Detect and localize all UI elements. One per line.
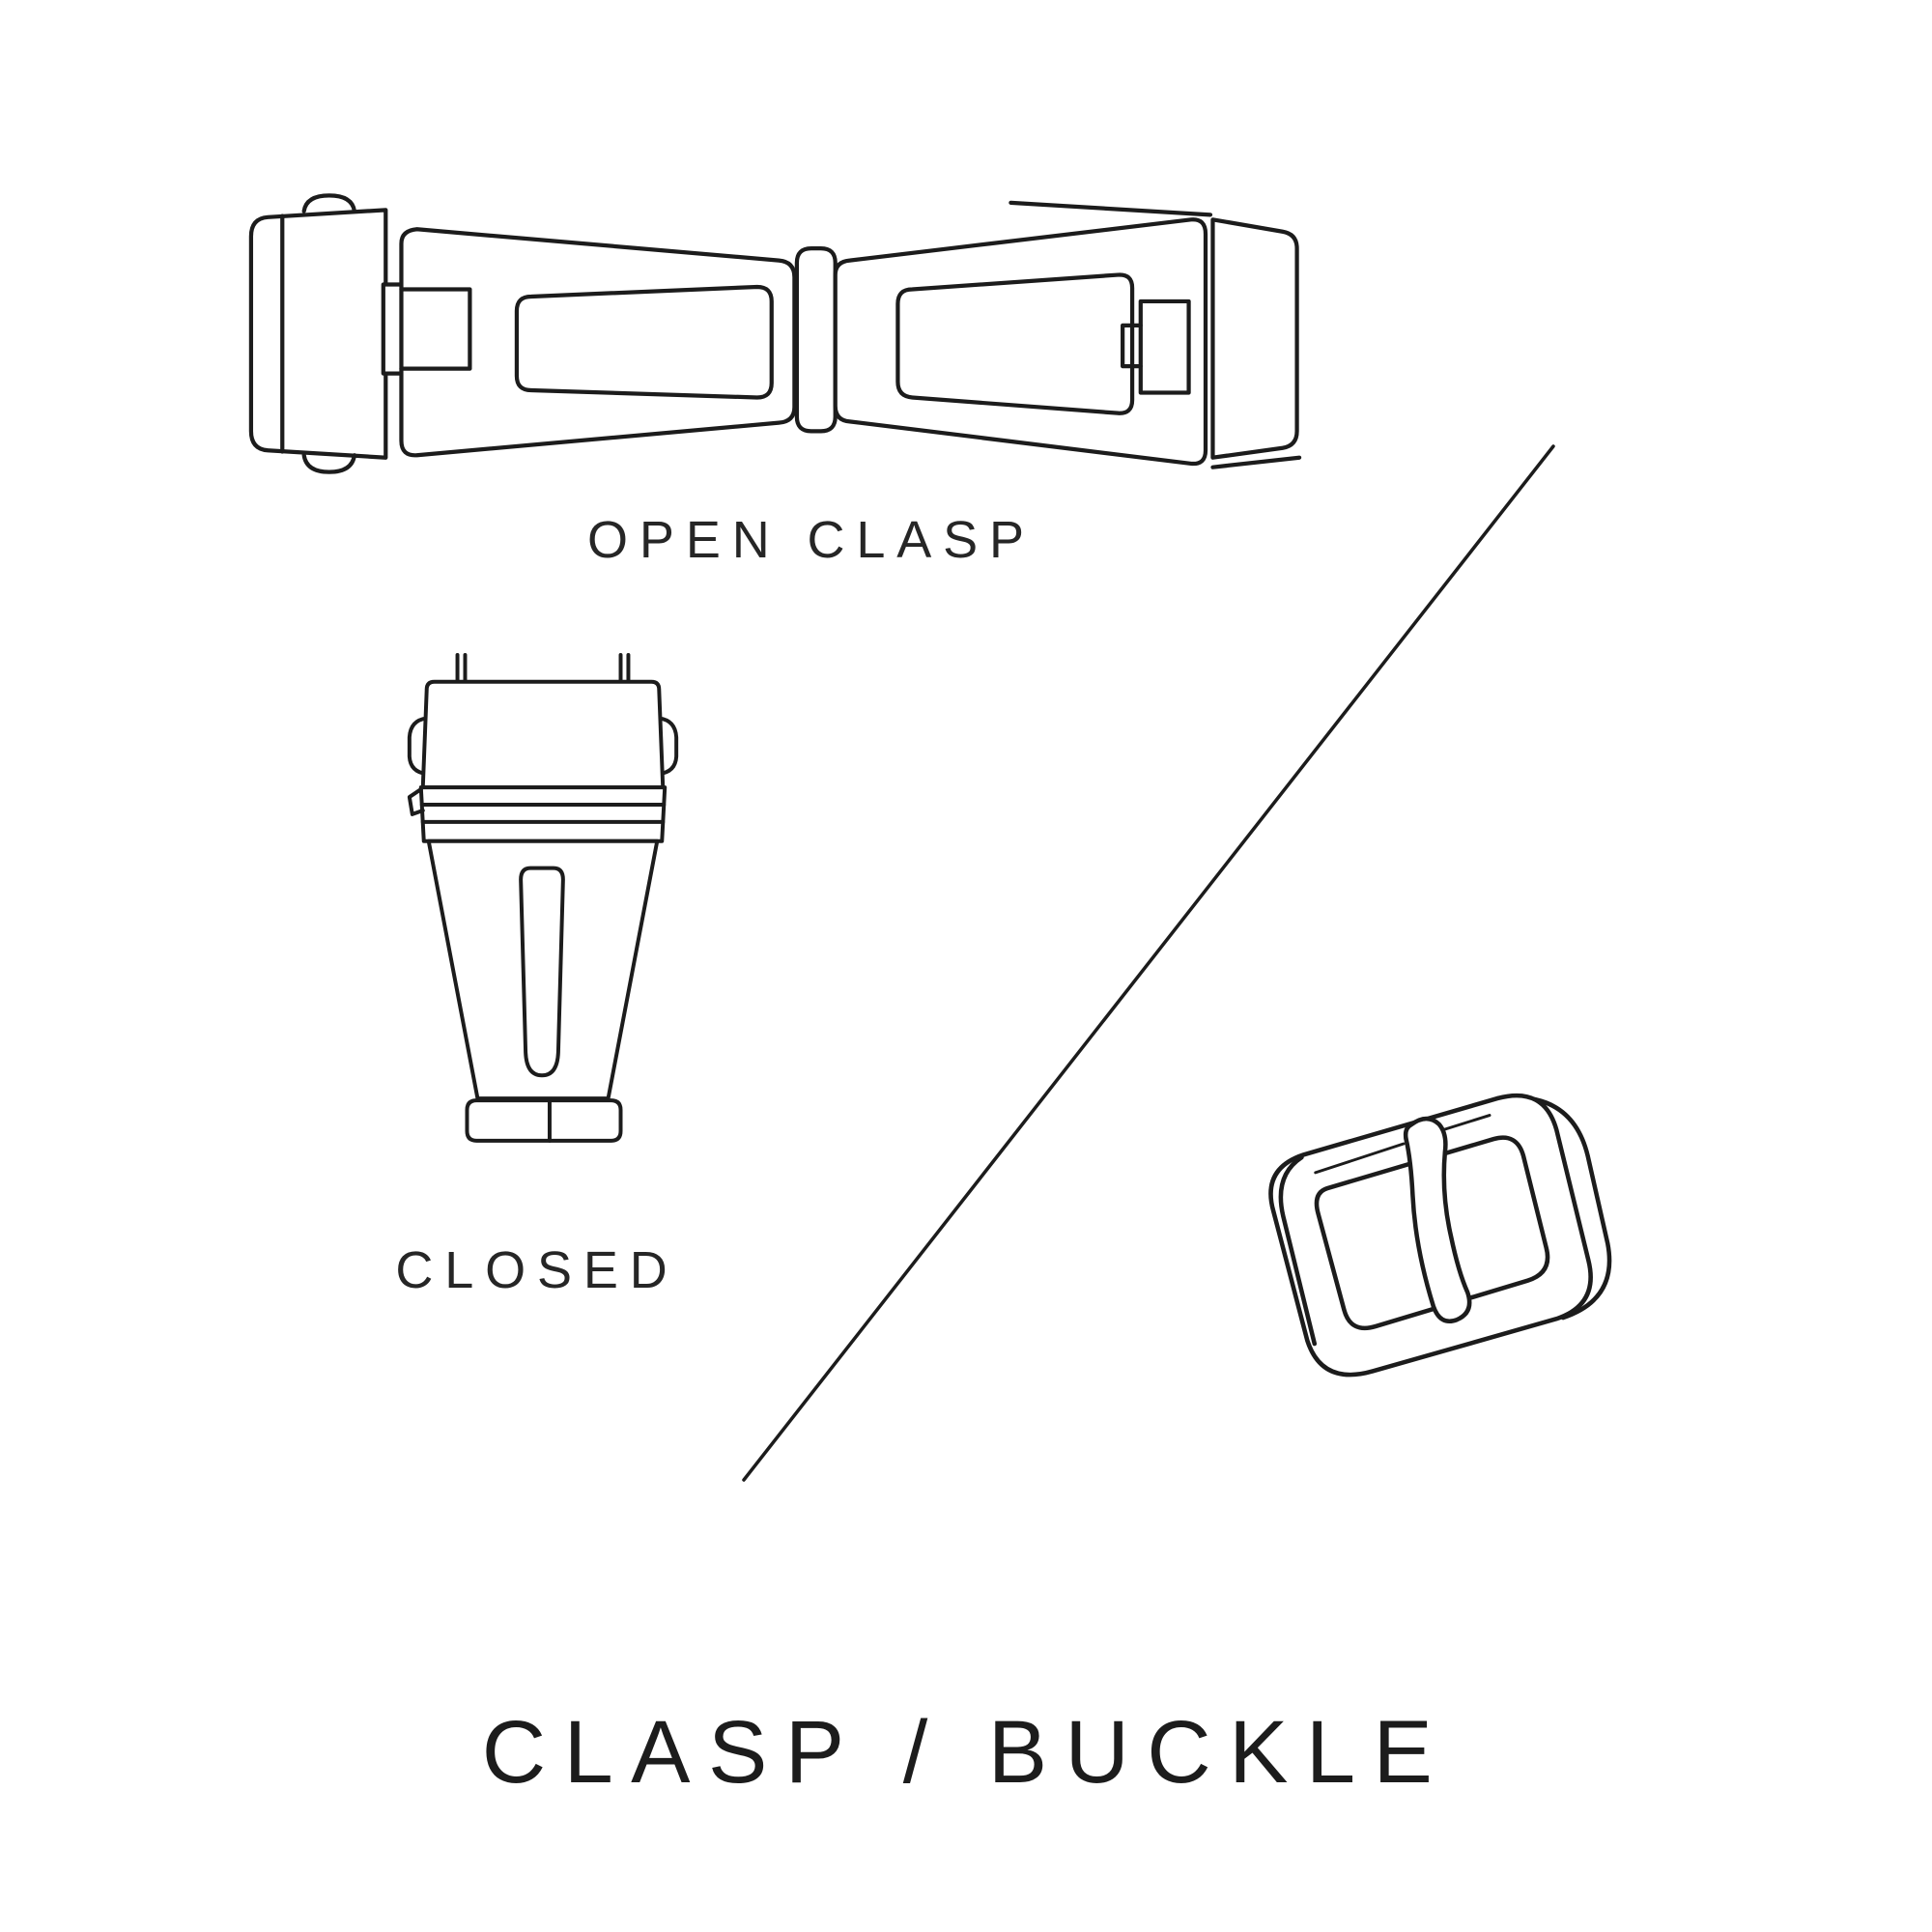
clasp-cover [420, 679, 666, 790]
spring-bar [1314, 1114, 1492, 1175]
closed-clasp-label: CLOSED [395, 1241, 679, 1299]
open-clasp-label: OPEN CLASP [587, 511, 1036, 569]
closed-clasp-drawing [407, 652, 679, 1143]
right-blade [833, 217, 1208, 467]
tang-buckle-illustration [1225, 1070, 1640, 1420]
lower-body [426, 838, 660, 1101]
open-clasp-drawing [248, 193, 1302, 474]
left-end-link [248, 193, 412, 474]
band-section [407, 785, 668, 843]
open-clasp-illustration [232, 179, 1314, 503]
page-title: CLASP / BUCKLE [481, 1703, 1451, 1802]
bottom-bar [465, 1098, 623, 1143]
closed-clasp-illustration [384, 645, 701, 1164]
tang-buckle-drawing [1268, 1093, 1612, 1378]
spring-prongs [455, 652, 631, 684]
center-hinge [794, 246, 838, 434]
left-blade [399, 227, 797, 458]
buckle-tang [1403, 1116, 1472, 1324]
right-end-link [1009, 200, 1302, 469]
